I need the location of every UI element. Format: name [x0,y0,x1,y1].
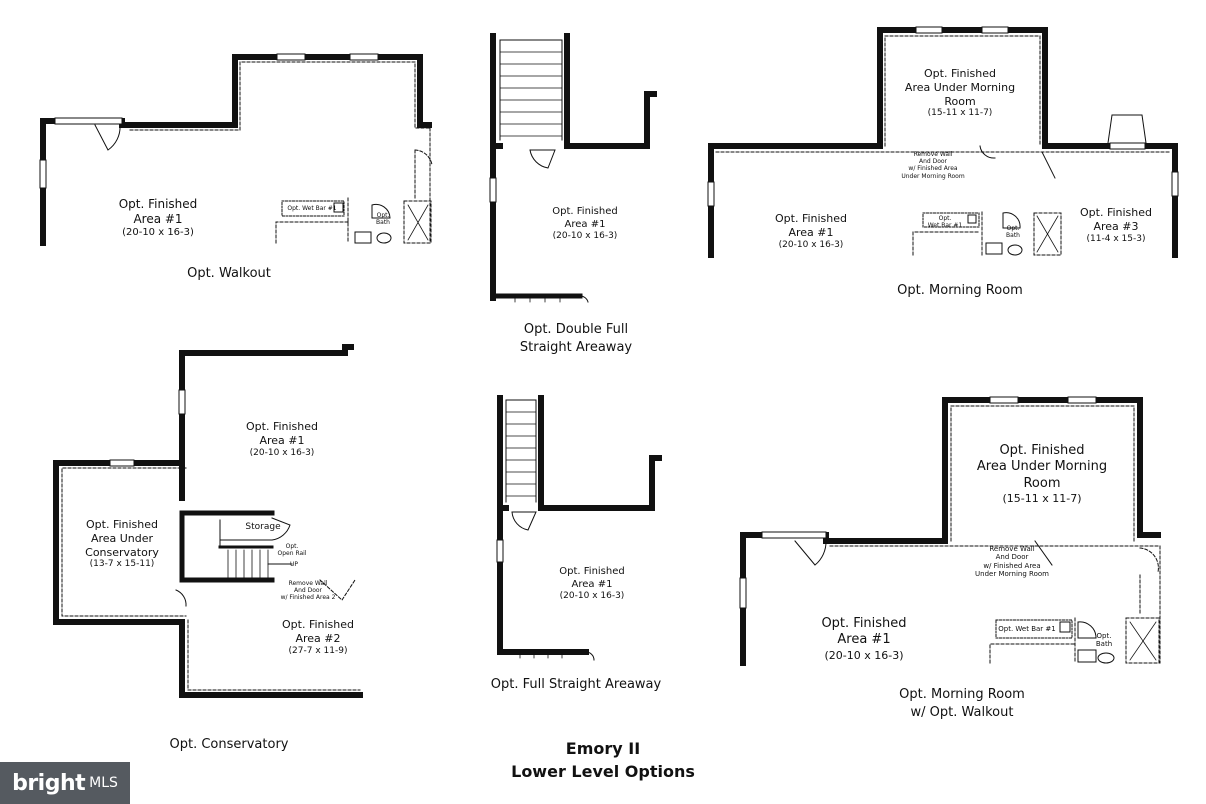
conservatory-storage-label: Storage [245,522,281,532]
morning-area1-label: Opt. Finished Area #1 (20-10 x 16-3) [774,212,848,250]
caption-double-areaway: Opt. Double Full Straight Areaway [519,322,633,355]
plan-morning-room [707,26,1179,258]
morning-area3-label: Opt. Finished Area #3 (11-4 x 15-3) [1079,206,1153,244]
plan-double-areaway [489,33,657,303]
bright-mls-logo: bright MLS [0,762,130,804]
morning-area-under-label: Opt. Finished Area Under Morning Room (1… [904,67,1016,119]
morning-walkout-wetbar-label: Opt. Wet Bar #1 [998,625,1056,633]
conservatory-area-under-label: Opt. Finished Area Under Conservatory (1… [85,518,159,570]
conservatory-up-label: UP [289,561,299,568]
caption-morning-walkout: Opt. Morning Room w/ Opt. Walkout [899,687,1025,720]
caption-morning-room: Opt. Morning Room [897,283,1023,298]
caption-conservatory: Opt. Conservatory [169,737,289,752]
morning-walkout-area1-label: Opt. Finished Area #1 (20-10 x 16-3) [821,616,907,662]
plan-full-areaway [496,395,662,661]
double-areaway-area1-label: Opt. Finished Area #1 (20-10 x 16-3) [552,206,618,241]
conservatory-remove-wall-label: Remove Wall And Door w/ Finished Area 2 [280,580,336,602]
walkout-bath-label: Opt. Bath [376,212,390,227]
caption-walkout: Opt. Walkout [187,266,271,281]
plan-morning-walkout [739,396,1161,666]
conservatory-area2-label: Opt. Finished Area #2 (27-7 x 11-9) [281,618,355,656]
morning-bath-label: Opt. Bath [1006,225,1020,240]
caption-full-areaway: Opt. Full Straight Areaway [490,677,662,692]
plan-conservatory [53,344,363,698]
conservatory-area1-label: Opt. Finished Area #1 (20-10 x 16-3) [245,420,319,458]
walkout-area1-label: Opt. Finished Area #1 (20-10 x 16-3) [118,197,198,238]
morning-walkout-bath-label: Opt. Bath [1095,632,1113,649]
morning-walkout-remove-wall-label: Remove Wall And Door w/ Finished Area Un… [975,545,1049,579]
morning-wetbar-label: Opt. Wet Bar #1 [927,215,963,230]
full-areaway-area1-label: Opt. Finished Area #1 (20-10 x 16-3) [559,566,625,601]
morning-walkout-area-under-label: Opt. Finished Area Under Morning Room (1… [976,443,1108,505]
walkout-wetbar-label: Opt. Wet Bar #1 [287,205,337,212]
morning-remove-wall-label: Remove Wall And Door w/ Finished Area Un… [901,151,965,180]
plan-walkout [39,53,433,246]
conservatory-open-rail-label: Opt. Open Rail [277,543,307,558]
page-title: Emory II Lower Level Options [511,739,695,782]
